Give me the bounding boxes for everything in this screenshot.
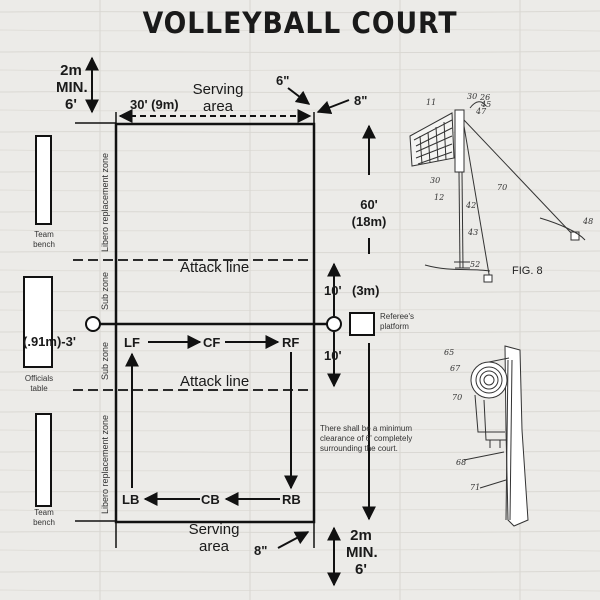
fig8-ref-30b: 30 [430,176,441,185]
serving-area-top-label: Serving area [178,82,258,114]
fig8-ref-52: 52 [470,260,481,269]
sub-zone-top-label: Sub zone [100,271,110,310]
referee-platform [349,312,375,336]
fig8-ref-42: 42 [466,201,477,210]
post-distance-label: (.91m)-3' [23,334,76,349]
team-bench-top-line2: bench [33,240,55,249]
serving-area-top-line1: Serving [192,81,244,98]
fig8-ref-12: 12 [434,193,445,202]
team-bench-bottom-line2: bench [33,518,55,527]
serving-area-top-line2: area [202,98,234,115]
serving-area-bottom-line2: area [198,538,230,555]
rotation-arrows [125,335,298,506]
clearance-top-line2: MIN. [56,79,88,96]
net-post-right [326,316,342,332]
attack-line-top-label: Attack line [180,259,250,276]
clearance-top-line1: 2m [60,62,82,79]
fig8-ref-43: 43 [468,228,479,237]
officials-table-label: Officials table [16,374,62,394]
position-cf: CF [203,335,221,350]
position-rf: RF [282,335,300,350]
position-rb: RB [282,492,301,507]
libero-zone-top-label: Libero replacement zone [100,152,110,252]
team-bench-bottom [35,413,52,507]
page-title: VOLLEYBALL COURT [142,6,458,40]
fig8-caption: FIG. 8 [512,265,543,277]
serving-width-label: 30' (9m) [130,97,179,112]
team-bench-top [35,135,52,225]
team-bench-bottom-label: Team bench [22,508,66,528]
sub-zone-bottom-label: Sub zone [100,341,110,380]
fig8-ref-26: 26 [480,93,491,102]
length-feet: 60' [360,197,378,212]
officials-table [23,276,53,368]
clearance-note: There shall be a minimum clearance of 6'… [320,424,413,453]
detail-ref-70: 70 [452,393,463,402]
clearance-bottom-line3: 6' [355,561,367,578]
serving-area-bottom-label: Serving area [174,522,254,554]
eight-inch-bottom-label: 8" [254,543,268,558]
officials-table-line1: Officials [24,374,54,383]
position-lf: LF [124,335,140,350]
position-cb: CB [201,492,220,507]
length-meters: (18m) [351,214,387,229]
position-lb: LB [122,492,140,507]
clearance-top-label: 2m MIN. 6' [56,62,88,113]
court [73,112,334,548]
detail-ref-67: 67 [450,364,461,373]
detail-ref-68: 68 [456,458,467,467]
patent-fig8-drawing [409,101,586,283]
clearance-top-line3: 6' [65,96,77,113]
detail-ref-71: 71 [470,483,481,492]
clearance-bottom-line2: MIN. [346,544,378,561]
referee-platform-label: Referee's platform [380,312,414,332]
ten-bottom-label: 10' [324,348,342,363]
fig8-ref-30: 30 [467,92,478,101]
clearance-bottom-line1: 2m [350,527,372,544]
referee-line1: Referee's [380,312,414,321]
fig8-ref-11: 11 [426,98,437,107]
team-bench-bottom-line1: Team [34,508,54,517]
patent-detail-drawing [463,345,529,527]
length-label: 60' (18m) [347,198,391,228]
libero-zone-bottom-label: Libero replacement zone [100,414,110,514]
serving-area-bottom-line1: Serving [188,521,240,538]
six-inch-label: 6" [276,73,290,88]
team-bench-top-label: Team bench [22,230,66,250]
three-m-label: (3m) [352,283,380,298]
detail-ref-65: 65 [444,348,455,357]
clearance-bottom-label: 2m MIN. 6' [346,527,378,578]
attack-line-bottom-label: Attack line [180,373,250,390]
net-post-left [85,316,101,332]
eight-inch-top-arrow [316,99,350,114]
eight-inch-bottom-arrow [277,531,310,549]
six-inch-arrow [287,87,311,105]
dimension-arrows [85,56,376,587]
referee-line2: platform [380,322,409,331]
officials-table-line2: table [30,384,48,393]
fig8-ref-48: 48 [583,217,594,226]
ten-top-label: 10' [324,283,342,298]
team-bench-top-line1: Team [34,230,54,239]
fig8-ref-47: 47 [476,107,487,116]
eight-inch-top-label: 8" [354,93,368,108]
fig8-ref-70: 70 [497,183,508,192]
fig8-ref-45: 45 [481,100,492,109]
